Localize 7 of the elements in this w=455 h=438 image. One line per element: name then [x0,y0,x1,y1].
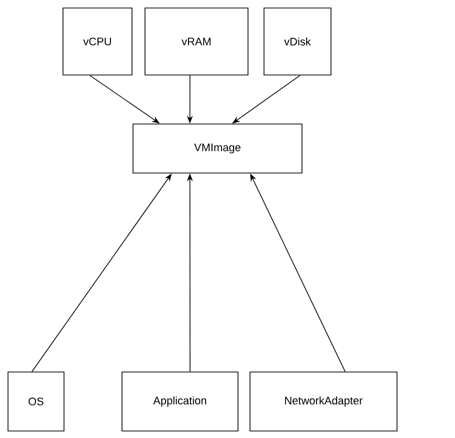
process-box: vCPU [62,8,132,76]
process-box: vRAM [144,8,248,76]
process-box: VMImage [132,124,302,174]
process-box: NetworkAdapter [250,372,398,432]
process-box: OS [8,372,64,432]
process-box: Application [122,372,238,432]
process-box: vDisk [264,8,332,76]
